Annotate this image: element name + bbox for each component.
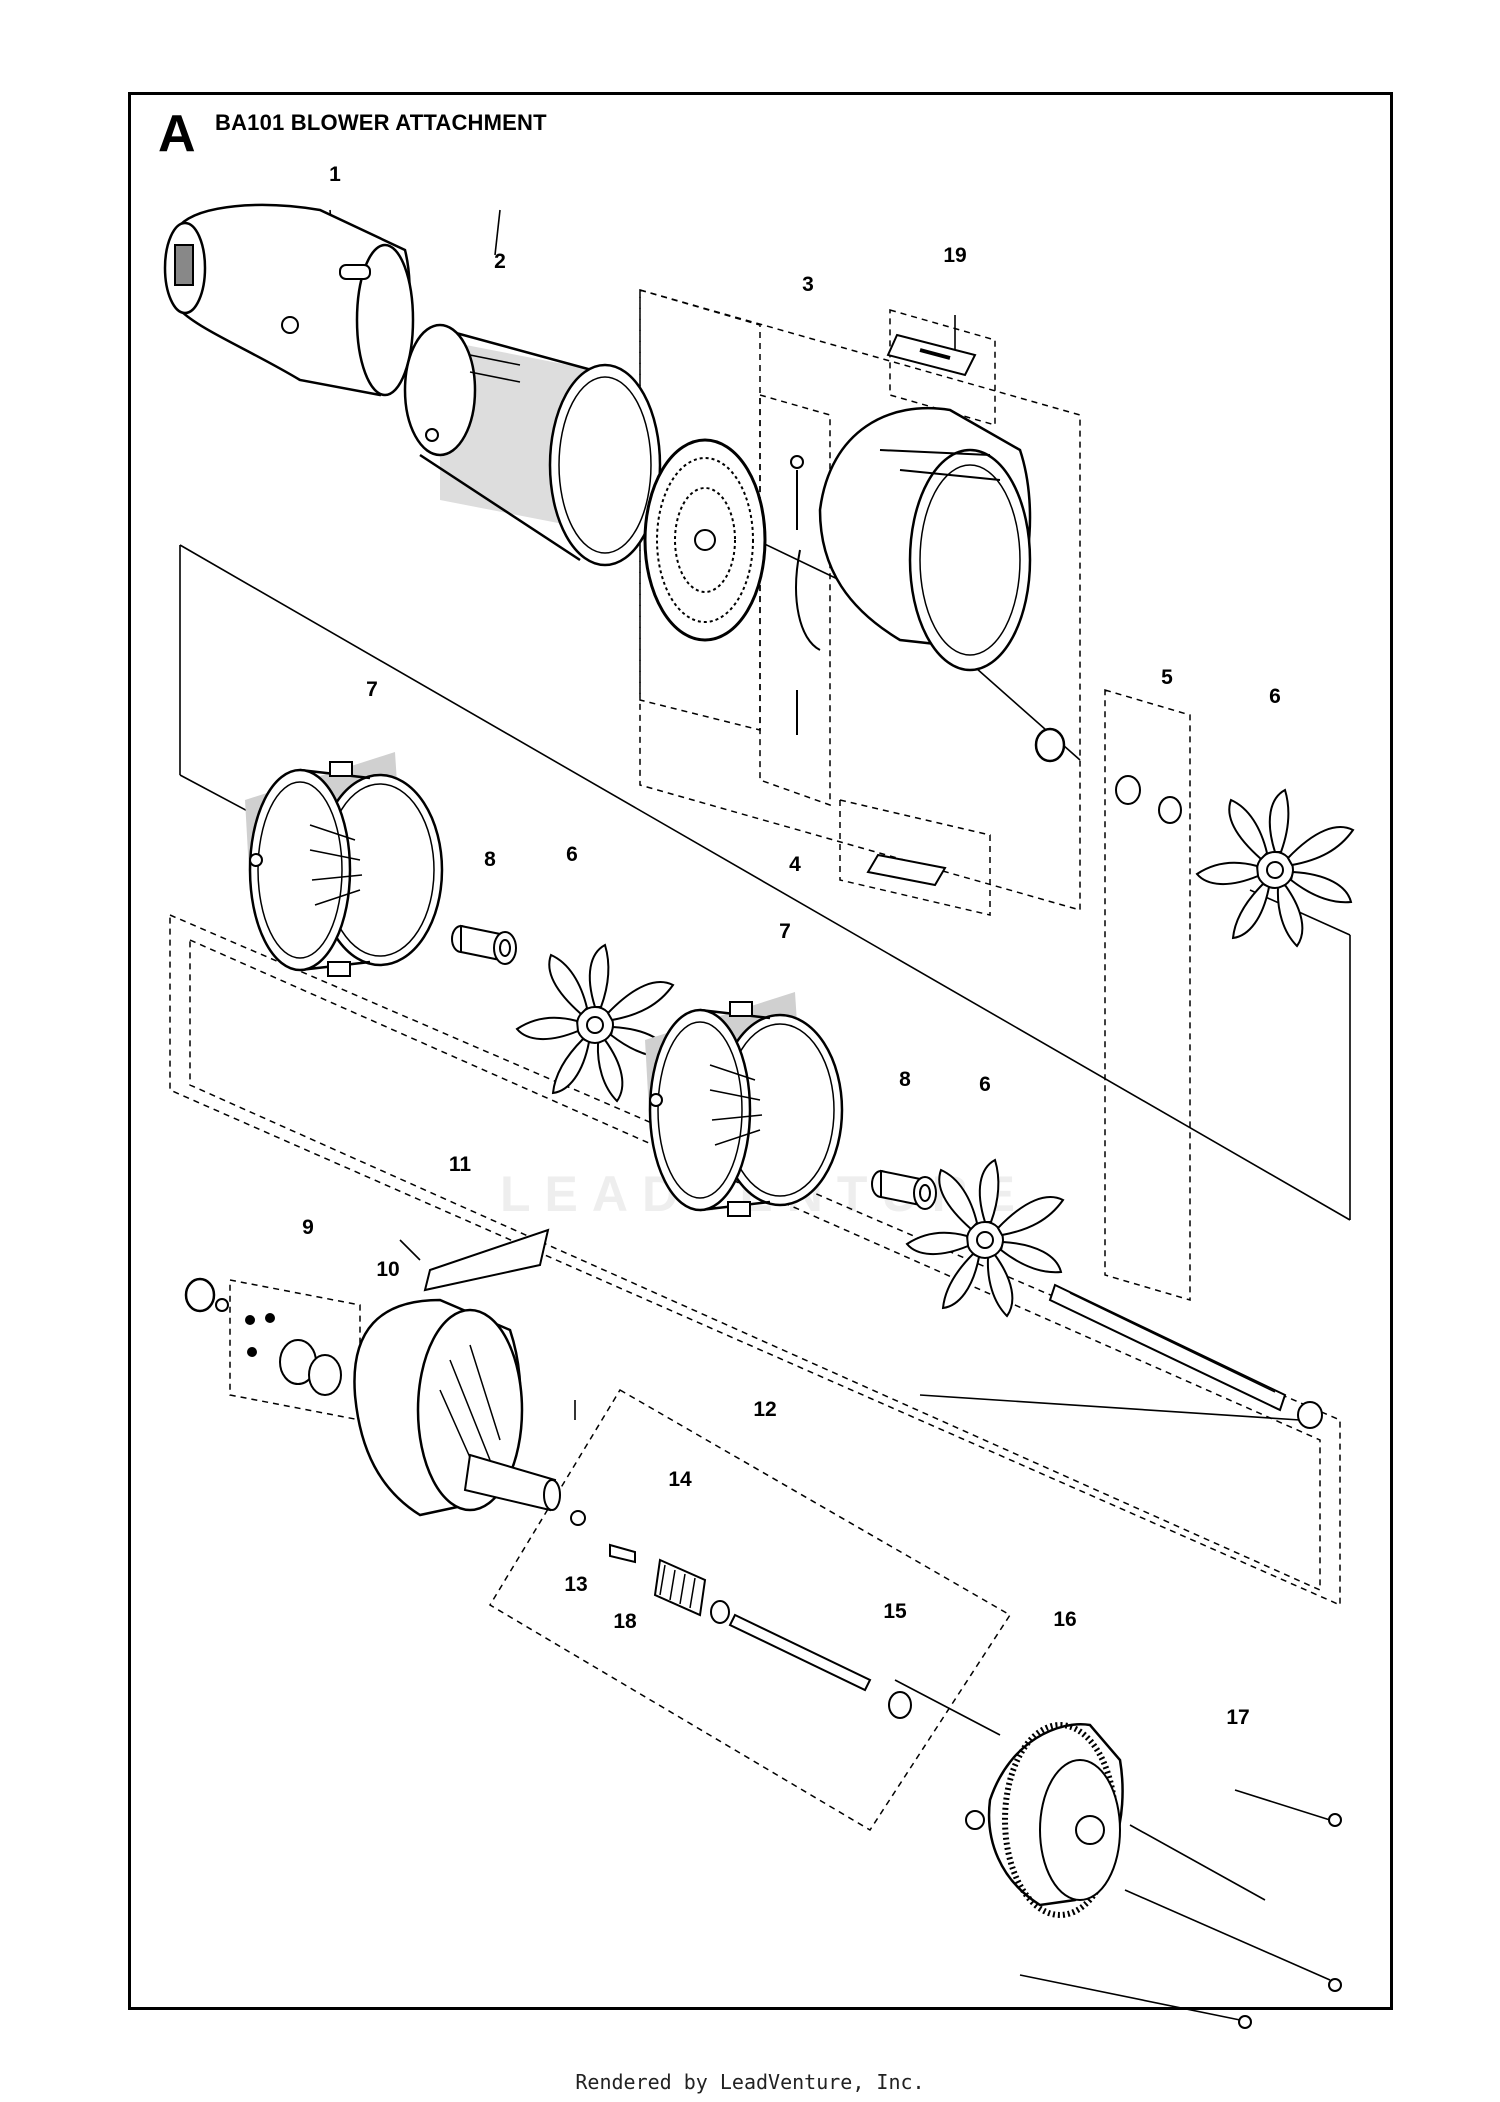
fan-housing-icon	[643, 990, 844, 1218]
callout-19: 19	[943, 244, 967, 267]
clip-icon	[215, 1298, 229, 1312]
clip-icon	[570, 1510, 586, 1526]
callout-8b: 8	[899, 1068, 911, 1091]
fan-housing-icon	[790, 406, 1032, 735]
callout-12: 12	[753, 1398, 777, 1421]
callout-3: 3	[802, 273, 814, 296]
pin-icon	[609, 1543, 636, 1564]
callout-4: 4	[789, 853, 801, 876]
callout-13: 13	[564, 1573, 588, 1596]
callout-16: 16	[1053, 1608, 1077, 1631]
diagram-title: BA101 BLOWER ATTACHMENT	[215, 110, 547, 135]
fan-housing-icon	[243, 750, 444, 978]
section-letter: A	[158, 105, 196, 163]
callout-11: 11	[448, 1153, 472, 1176]
shaft-icon	[1048, 1283, 1323, 1429]
tube-icon	[403, 323, 662, 567]
decal-icon	[423, 1228, 550, 1292]
end-cover-icon	[965, 1722, 1124, 1918]
bushing-icon	[451, 925, 517, 965]
callout-6b: 6	[566, 843, 578, 866]
callout-15: 15	[883, 1600, 907, 1623]
callout-18: 18	[613, 1610, 637, 1633]
bushing-icon	[710, 1600, 730, 1624]
callout-7: 7	[366, 678, 378, 701]
footer-credit: Rendered by LeadVenture, Inc.	[575, 2070, 925, 2094]
callout-5: 5	[1161, 666, 1173, 689]
callout-6c: 6	[979, 1073, 991, 1096]
bearing-icon	[184, 1277, 216, 1313]
bolt-icon	[1238, 1813, 1342, 2029]
blower-nozzle-icon	[163, 203, 415, 397]
bolt-icon	[245, 1313, 275, 1357]
callout-14: 14	[668, 1468, 692, 1491]
nut-icon	[888, 1691, 912, 1719]
bearing-icon	[653, 1558, 707, 1617]
shaft-icon	[728, 1613, 872, 1692]
bushing-icon	[871, 1170, 937, 1210]
callout-17: 17	[1226, 1706, 1250, 1729]
washer-icon	[1158, 796, 1182, 824]
impeller-icon	[1196, 789, 1354, 947]
decal-icon	[866, 853, 947, 887]
bearing-icon	[1034, 727, 1066, 763]
nut-icon	[1115, 775, 1141, 805]
callout-10: 10	[376, 1258, 400, 1281]
callout-7b: 7	[779, 920, 791, 943]
gasket-icon	[308, 1354, 342, 1396]
callout-2: 2	[494, 250, 506, 273]
screen-icon	[643, 438, 767, 642]
fan-housing-icon	[353, 1298, 561, 1517]
callout-9: 9	[302, 1216, 314, 1239]
decal-icon	[886, 333, 977, 377]
callout-1: 1	[329, 163, 341, 186]
callout-6: 6	[1269, 685, 1281, 708]
callout-8: 8	[484, 848, 496, 871]
